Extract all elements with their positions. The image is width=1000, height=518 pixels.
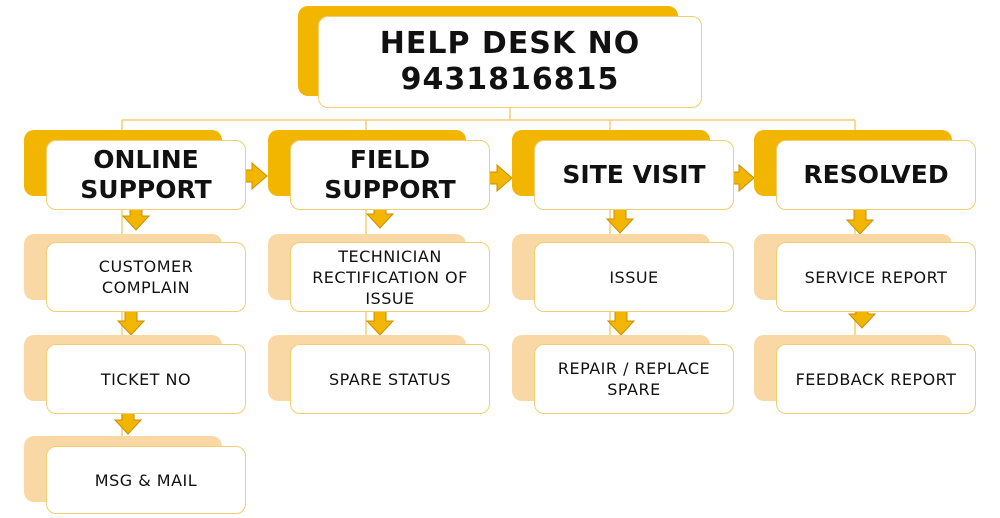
online-support-heading: ONLINE SUPPORT bbox=[80, 145, 212, 204]
resolved-box: RESOLVED bbox=[776, 140, 976, 210]
ticket-no-label: TICKET NO bbox=[100, 369, 192, 389]
feedback-report-label: FEEDBACK REPORT bbox=[795, 369, 957, 389]
repair-replace-label: REPAIR / REPLACE SPARE bbox=[557, 359, 711, 399]
customer-complain-label: CUSTOMER COMPLAIN bbox=[98, 257, 194, 297]
msg-mail-label: MSG & MAIL bbox=[94, 470, 198, 490]
service-report-box: SERVICE REPORT bbox=[776, 242, 976, 312]
resolved-heading: RESOLVED bbox=[803, 160, 949, 189]
issue-label: ISSUE bbox=[609, 267, 659, 287]
customer-complain-box: CUSTOMER COMPLAIN bbox=[46, 242, 246, 312]
ticket-no-box: TICKET NO bbox=[46, 344, 246, 414]
field-support-heading: FIELD SUPPORT bbox=[324, 145, 456, 204]
site-visit-heading: SITE VISIT bbox=[562, 160, 706, 189]
spare-status-label: SPARE STATUS bbox=[328, 369, 452, 389]
technician-rectification-label: TECHNICIAN RECTIFICATION OF ISSUE bbox=[312, 246, 468, 308]
help-desk-title-box: HELP DESK NO 9431816815 bbox=[318, 16, 702, 108]
service-report-label: SERVICE REPORT bbox=[804, 267, 948, 287]
issue-box: ISSUE bbox=[534, 242, 734, 312]
msg-mail-box: MSG & MAIL bbox=[46, 446, 246, 514]
online-support-box: ONLINE SUPPORT bbox=[46, 140, 246, 210]
feedback-report-box: FEEDBACK REPORT bbox=[776, 344, 976, 414]
arrow-down-site-2 bbox=[607, 309, 635, 336]
spare-status-box: SPARE STATUS bbox=[290, 344, 490, 414]
field-support-box: FIELD SUPPORT bbox=[290, 140, 490, 210]
arrow-down-field-2 bbox=[366, 309, 394, 336]
site-visit-box: SITE VISIT bbox=[534, 140, 734, 210]
arrow-down-resolved-1 bbox=[846, 208, 874, 235]
repair-replace-box: REPAIR / REPLACE SPARE bbox=[534, 344, 734, 414]
technician-rectification-box: TECHNICIAN RECTIFICATION OF ISSUE bbox=[290, 242, 490, 312]
arrow-down-site-1 bbox=[606, 207, 634, 234]
help-desk-title: HELP DESK NO 9431816815 bbox=[379, 26, 641, 97]
